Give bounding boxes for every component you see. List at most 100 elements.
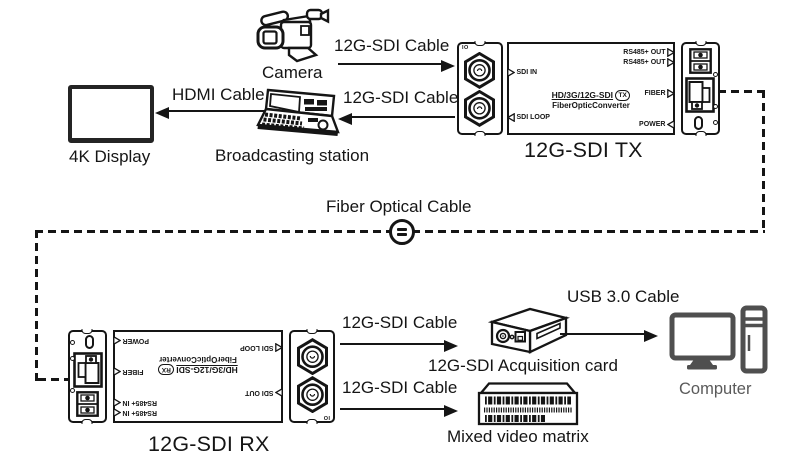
bnc-connector-icon	[462, 90, 497, 127]
rx-converter-body: RS485+ IN RS485+ IN SDI OUT FIBER HD/3G/…	[113, 330, 283, 423]
port-arrow-icon	[667, 89, 675, 98]
power-jack-icon	[85, 335, 94, 349]
display-4k	[68, 85, 154, 143]
tx-subtitle: FiberOpticConverter	[552, 101, 630, 110]
arrow-station-to-display	[155, 106, 270, 119]
tx-badge: TX	[615, 90, 631, 101]
tx-io-label: IO	[462, 45, 469, 51]
rx-port-rs485-in-1: RS485+ IN	[113, 408, 157, 417]
arrow-camera-to-tx	[338, 59, 455, 72]
port-label: RS485+ IN	[122, 399, 157, 407]
arrowhead	[441, 59, 455, 72]
port-label: RS485+ OUT	[623, 58, 666, 66]
rx-port-fiber: FIBER	[113, 367, 144, 376]
tx-port-rs485-out-2: RS485+ OUT	[623, 57, 675, 67]
tx-port-power: POWER	[639, 120, 675, 129]
port-arrow-icon	[667, 120, 675, 129]
rx-title-text: HD/3G/12G-SDI	[176, 364, 238, 375]
tx-converter-body: RS485+ OUT RS485+ OUT SDI IN FIBER HD/3G…	[507, 42, 675, 135]
rx-subtitle: FiberOpticConverter	[159, 355, 237, 364]
fiber-port-icon	[685, 77, 715, 113]
power-jack-icon	[694, 116, 703, 130]
port-arrow-icon	[667, 57, 675, 67]
arrowhead	[644, 329, 658, 342]
port-label: SDI OUT	[245, 389, 274, 396]
fiber-cable-label: Fiber Optical Cable	[326, 197, 472, 216]
cable-usb-label: USB 3.0 Cable	[567, 287, 680, 306]
camera-icon	[250, 5, 330, 65]
port-label: POWER	[122, 337, 149, 344]
led-indicator	[70, 356, 75, 361]
arrow-acquisition-to-computer	[560, 329, 658, 342]
port-arrow-icon	[507, 113, 515, 122]
rx-caption: 12G-SDI RX	[148, 432, 270, 456]
rx-fiber-panel	[68, 330, 107, 423]
port-label: SDI LOOP	[516, 114, 550, 121]
port-arrow-icon	[275, 388, 283, 397]
acquisition-label: 12G-SDI Acquisition card	[428, 356, 618, 375]
led-indicator	[713, 72, 718, 77]
matrix-label: Mixed video matrix	[447, 427, 589, 446]
bnc-connector-icon	[462, 52, 497, 89]
port-label: SDI IN	[516, 69, 538, 76]
port-arrow-icon	[113, 408, 121, 417]
tx-port-fiber: FIBER	[644, 89, 675, 98]
port-arrow-icon	[113, 367, 121, 376]
tx-caption: 12G-SDI TX	[524, 138, 643, 162]
rx-badge: RX	[158, 364, 175, 375]
arrowhead	[444, 339, 458, 352]
computer-icon	[668, 304, 768, 380]
port-arrow-icon	[113, 398, 121, 408]
led-indicator	[70, 340, 75, 345]
port-label: SDI LOOP	[240, 344, 274, 351]
fiber-port-icon	[73, 352, 103, 388]
port-label: RS485+ IN	[122, 409, 157, 416]
port-label: FIBER	[644, 90, 666, 97]
cable-rx-matrix-label: 12G-SDI Cable	[342, 378, 458, 397]
rx-port-sdi-out: SDI OUT	[245, 388, 283, 397]
port-arrow-icon	[113, 336, 121, 345]
tx-port-rs485-out-1: RS485+ OUT	[623, 48, 675, 57]
station-label: Broadcasting station	[215, 146, 370, 165]
acquisition-card-icon	[482, 296, 576, 356]
rx-bnc-panel: IO	[289, 330, 335, 423]
arrow-rx-to-matrix	[340, 404, 458, 417]
led-indicator	[70, 388, 75, 393]
led-indicator	[713, 104, 718, 109]
bnc-connector-icon	[295, 376, 330, 413]
fiber-dash-segment	[38, 378, 68, 381]
tx-fiber-panel	[681, 42, 720, 135]
tx-title-text: HD/3G/12G-SDI	[551, 90, 614, 101]
tx-port-sdi-loop: SDI LOOP	[507, 113, 550, 122]
tx-port-sdi-in: SDI IN	[507, 68, 537, 77]
camera-label: Camera	[262, 63, 323, 82]
cable-rx-acq-label: 12G-SDI Cable	[342, 313, 458, 332]
terminal-block-icon	[689, 48, 712, 74]
port-arrow-icon	[275, 343, 283, 352]
port-label: POWER	[639, 121, 666, 128]
terminal-block-icon	[76, 391, 99, 417]
arrow-tx-to-station	[338, 112, 455, 125]
port-arrow-icon	[667, 48, 675, 57]
computer-label: Computer	[679, 380, 752, 398]
fiber-coupler-icon	[389, 219, 415, 245]
bnc-connector-icon	[295, 338, 330, 375]
rx-io-label: IO	[323, 414, 330, 420]
rx-port-sdi-loop: SDI LOOP	[240, 343, 283, 352]
cable-hdmi-label: HDMI Cable	[172, 85, 265, 104]
arrowhead	[338, 112, 352, 125]
cable-camera-tx-label: 12G-SDI Cable	[334, 36, 450, 55]
arrowhead	[444, 404, 458, 417]
fiber-dash-segment	[762, 90, 765, 233]
port-arrow-icon	[507, 68, 515, 77]
led-indicator	[713, 120, 718, 125]
port-label: RS485+ OUT	[623, 49, 666, 56]
rx-port-rs485-in-2: RS485+ IN	[113, 398, 157, 408]
broadcasting-station-icon	[252, 87, 340, 143]
matrix-icon	[475, 380, 581, 428]
display-label: 4K Display	[69, 147, 151, 166]
fiber-dash-segment	[35, 230, 38, 381]
